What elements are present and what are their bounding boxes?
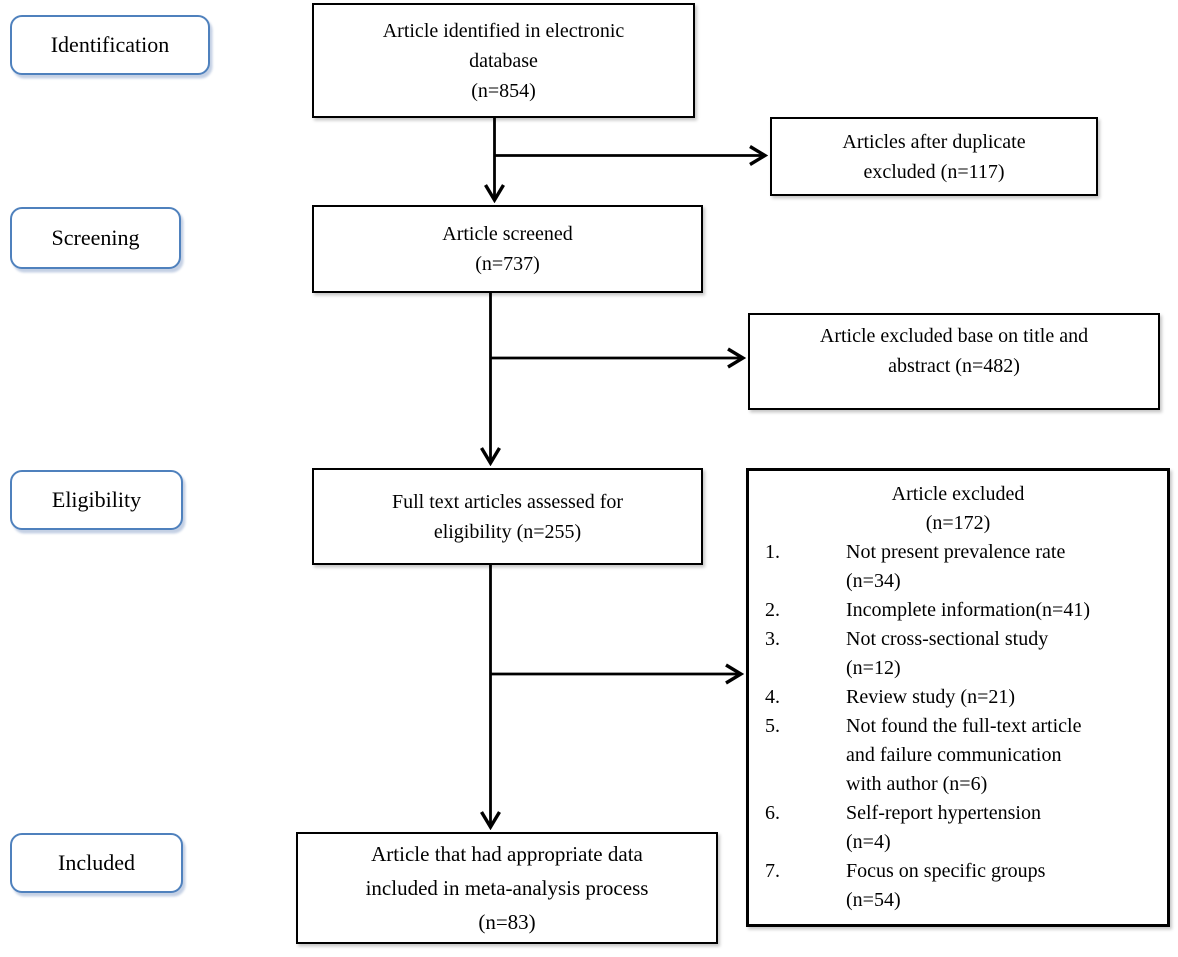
excluded-box-title: Article excluded xyxy=(891,483,1025,505)
side-box-title-abstract-text: Article excluded base on title and abstr… xyxy=(819,325,1089,377)
excluded-item-number: 1. xyxy=(765,541,780,563)
flow-box-fulltext: Full text articles assessed for eligibil… xyxy=(312,468,703,565)
excluded-item-text: Review study (n=21) xyxy=(846,686,1016,708)
excluded-item: 7. Focus on specific groups (n=54) xyxy=(749,857,1167,915)
flow-box-identified-text: Article identified in electronic databas… xyxy=(382,19,625,102)
stage-identification-label: Identification xyxy=(50,32,170,57)
side-box-title-abstract: Article excluded base on title and abstr… xyxy=(748,313,1160,410)
flow-box-fulltext-text: Full text articles assessed for eligibil… xyxy=(391,490,624,543)
excluded-item: 5. Not found the full-text article and fa… xyxy=(749,712,1167,799)
excluded-item: 1. Not present prevalence rate (n=34) xyxy=(749,538,1167,596)
excluded-item-number: 6. xyxy=(765,802,780,824)
excluded-item: 4. Review study (n=21) xyxy=(749,683,1167,712)
stage-included: Included xyxy=(10,833,183,893)
flow-box-identified: Article identified in electronic databas… xyxy=(312,3,695,118)
stage-included-label: Included xyxy=(58,850,135,875)
excluded-box: Article excluded (n=172) 1. Not present p… xyxy=(746,468,1170,927)
excluded-item-number: 7. xyxy=(765,860,780,882)
stage-screening: Screening xyxy=(10,207,181,269)
flow-box-screened: Article screened (n=737) xyxy=(312,205,703,293)
stage-screening-label: Screening xyxy=(51,225,140,250)
flow-box-screened-text: Article screened (n=737) xyxy=(442,223,573,275)
side-box-duplicates-text: Articles after duplicate excluded (n=117… xyxy=(842,130,1026,183)
excluded-item-text: Self-report hypertension (n=4) xyxy=(846,802,1041,853)
excluded-item: 3. Not cross-sectional study (n=12) xyxy=(749,625,1167,683)
excluded-item: 6. Self-report hypertension (n=4) xyxy=(749,799,1167,857)
excluded-box-count: (n=172) xyxy=(925,512,991,534)
stage-identification: Identification xyxy=(10,15,210,75)
flow-box-included-meta: Article that had appropriate data includ… xyxy=(296,832,718,944)
stage-eligibility-label: Eligibility xyxy=(51,487,142,512)
excluded-item: 2. Incomplete information(n=41) xyxy=(749,596,1167,625)
stage-eligibility: Eligibility xyxy=(10,470,183,530)
excluded-item-text: Focus on specific groups (n=54) xyxy=(846,860,1046,911)
flow-box-included-meta-text: Article that had appropriate data includ… xyxy=(365,841,649,934)
excluded-item-number: 5. xyxy=(765,715,780,737)
excluded-item-number: 3. xyxy=(765,628,780,650)
excluded-item-text: Incomplete information(n=41) xyxy=(846,599,1090,621)
side-box-duplicates: Articles after duplicate excluded (n=117… xyxy=(770,117,1098,196)
excluded-item-text: Not found the full-text article and fail… xyxy=(846,715,1082,795)
excluded-item-number: 2. xyxy=(765,599,780,621)
excluded-item-number: 4. xyxy=(765,686,780,708)
excluded-item-text: Not present prevalence rate (n=34) xyxy=(846,541,1066,592)
excluded-reason-list: 1. Not present prevalence rate (n=34) 2. In… xyxy=(749,538,1167,915)
excluded-item-text: Not cross-sectional study (n=12) xyxy=(846,628,1049,679)
